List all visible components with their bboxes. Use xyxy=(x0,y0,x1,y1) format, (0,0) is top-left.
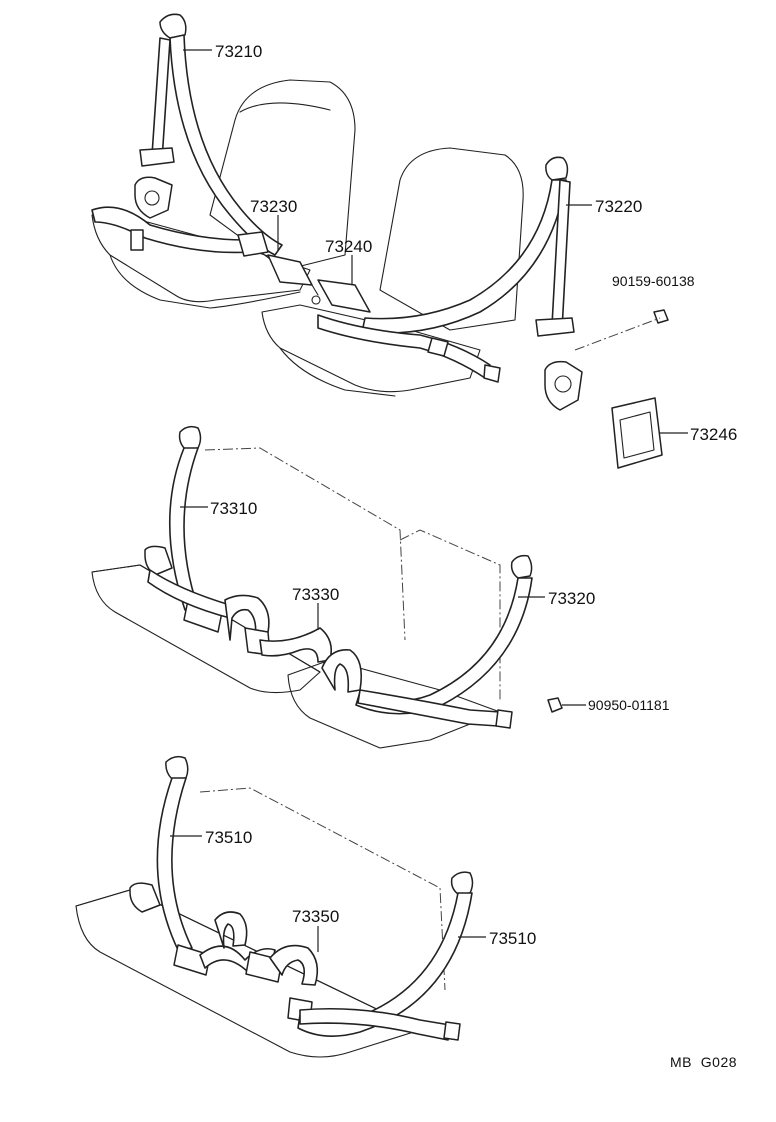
label-73240: 73240 xyxy=(325,237,372,256)
belt-73320-loop xyxy=(321,649,363,693)
rear-seats-group xyxy=(75,755,474,1058)
middle-seats-group xyxy=(91,425,563,749)
belt-73220-shoulder-webbing xyxy=(361,179,567,334)
label-73330: 73330 xyxy=(292,585,339,604)
figure-code: MB G028 xyxy=(670,1054,737,1070)
retractor-spool-73210 xyxy=(144,190,160,206)
front-left-seat-cushion xyxy=(91,214,311,303)
belt-73310-retractor xyxy=(144,545,173,576)
front-right-seat-cushion-lower xyxy=(279,347,396,397)
part-labels: 73210 73230 73240 73220 90159-60138 7324… xyxy=(205,42,737,1070)
label-73246: 73246 xyxy=(690,425,737,444)
belt-73220-upper-anchor xyxy=(545,156,569,181)
belt-73210-retractor xyxy=(134,176,173,219)
label-90950-01181: 90950-01181 xyxy=(588,697,670,713)
belt-73210-tongue xyxy=(237,231,269,257)
front-left-seat-cushion-lower xyxy=(109,254,301,309)
belt-73220-anchor-end xyxy=(483,364,501,383)
label-73210: 73210 xyxy=(215,42,262,61)
belt-73510-right-anchor-end xyxy=(443,1021,461,1041)
label-73220: 73220 xyxy=(595,197,642,216)
belt-73510-left-shoulder-webbing xyxy=(156,777,193,951)
belt-73510-left-upper-anchor xyxy=(165,755,189,780)
belt-73310-upper-anchor xyxy=(178,425,202,450)
clip-90950 xyxy=(547,697,563,713)
belt-73510-left-retractor xyxy=(129,882,161,913)
rear-bench-cushion xyxy=(75,889,421,1058)
belt-73510-left-loop xyxy=(214,911,248,949)
belt-73510-left-tongue xyxy=(173,944,211,976)
cover-73246-inner xyxy=(619,411,655,459)
buckle-73350-loop xyxy=(269,944,319,986)
belt-73210-upper-anchor xyxy=(159,13,187,39)
buckle-73230-stalk xyxy=(311,284,319,296)
middle-bench-right-cushion xyxy=(287,659,501,749)
label-73310: 73310 xyxy=(210,499,257,518)
label-73510-right: 73510 xyxy=(489,929,536,948)
belt-73330-webbing xyxy=(259,627,333,663)
belt-73210-lap-clip xyxy=(130,229,144,251)
label-73320: 73320 xyxy=(548,589,595,608)
front-right-seat-cushion xyxy=(261,304,481,393)
belt-73210-vertical-webbing xyxy=(151,37,171,161)
belt-73210-lap-webbing xyxy=(91,206,251,254)
retractor-spool-73220 xyxy=(554,375,572,393)
bolt-90159 xyxy=(653,309,669,324)
belt-73320-upper-anchor xyxy=(510,554,533,579)
front-left-seat-back-seam xyxy=(239,102,331,113)
label-73350: 73350 xyxy=(292,907,339,926)
belt-73210-shoulder-webbing xyxy=(169,34,283,256)
label-73230: 73230 xyxy=(250,197,297,216)
belt-73220-guide-bracket xyxy=(535,317,575,337)
middle-bench-left-back xyxy=(204,447,406,641)
front-right-seat-back xyxy=(379,147,524,331)
front-seats-group xyxy=(91,13,669,469)
bolt-90159-dash-line xyxy=(574,317,661,351)
belt-73210-guide-bracket xyxy=(139,147,175,167)
label-73510-left: 73510 xyxy=(205,828,252,847)
buckle-73230-bolt xyxy=(311,295,321,305)
buckle-73240 xyxy=(317,279,371,313)
belt-73220-lap-clip xyxy=(427,337,449,357)
belt-73220-retractor xyxy=(544,360,583,411)
front-left-seat-back xyxy=(209,79,356,271)
label-90159-60138: 90159-60138 xyxy=(612,273,695,289)
buckle-73230 xyxy=(267,254,313,286)
belt-73510-right-upper-anchor xyxy=(450,871,474,895)
cover-73246 xyxy=(611,397,663,469)
belt-73320-anchor-end xyxy=(495,709,513,729)
rear-bench-back xyxy=(199,787,446,991)
middle-bench-left-cushion xyxy=(91,564,321,694)
leader-lines xyxy=(170,49,688,952)
